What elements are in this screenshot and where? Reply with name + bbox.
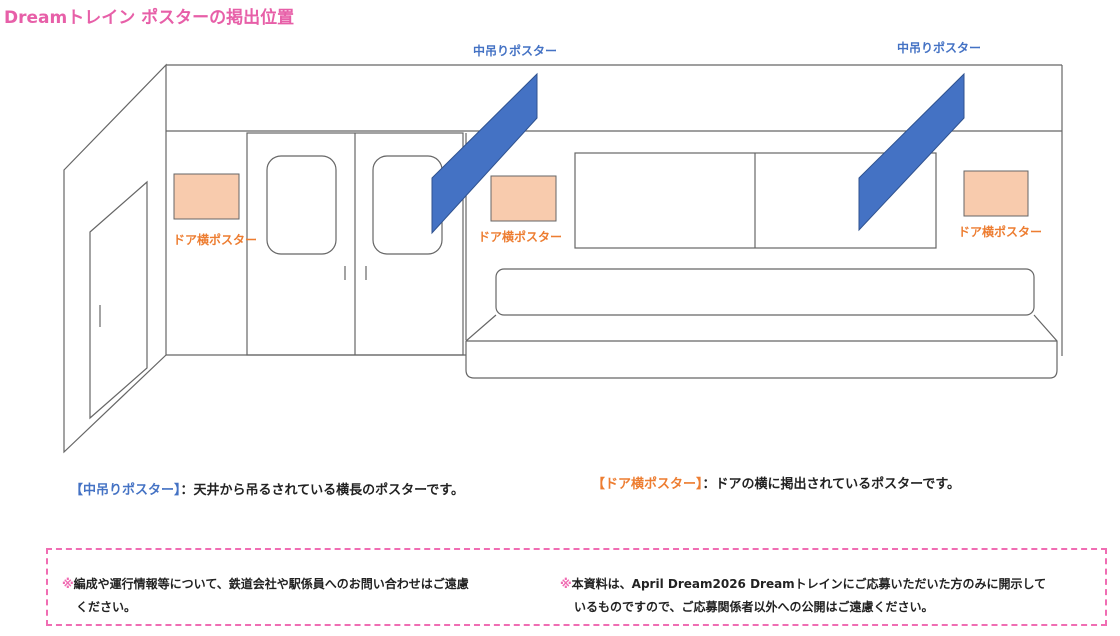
note-right: ※本資料は、April Dream2026 Dreamトレインにご応募いただいた… (560, 573, 1046, 619)
legend-hanging-tag: 【中吊りポスター】 (70, 483, 181, 498)
end-wall (63, 63, 167, 454)
door-window-left (266, 155, 337, 255)
note-left: ※編成や運行情報等について、鉄道会社や駅係員へのお問い合わせはご遠慮 ください。 (62, 573, 469, 619)
end-door (89, 180, 148, 420)
door-side-poster-label-1: ドア横ポスター (173, 233, 258, 247)
seat-cushion (465, 314, 1058, 379)
door-side-poster-1 (173, 173, 240, 220)
note-left-mark: ※ (62, 577, 74, 591)
door-side-poster-2 (490, 175, 557, 222)
legend-door-side-tag: 【ドア横ポスター】 (592, 477, 703, 492)
door-side-poster-label-3: ドア横ポスター (958, 225, 1043, 239)
legend-hanging: 【中吊りポスター】：天井から吊るされている横長のポスターです。 (70, 479, 464, 498)
hanging-poster-2 (858, 72, 965, 232)
note-right-line1: 本資料は、April Dream2026 Dreamトレインにご応募いただいた方… (571, 577, 1047, 591)
legend-door-side-desc: ：ドアの横に掲出されているポスターです。 (702, 477, 961, 492)
note-left-line1: 編成や運行情報等について、鉄道会社や駅係員へのお問い合わせはご遠慮 (73, 577, 469, 591)
legend-hanging-desc: ：天井から吊るされている横長のポスターです。 (180, 483, 465, 498)
legend-door-side: 【ドア横ポスター】：ドアの横に掲出されているポスターです。 (592, 473, 960, 492)
hanging-poster-1 (431, 72, 538, 235)
note-left-line2: ください。 (76, 600, 137, 614)
page-title: Dreamトレイン ポスターの掲出位置 (4, 8, 295, 28)
note-right-line2: いるものですので、ご応募関係者以外への公開はご遠慮ください。 (574, 600, 934, 614)
door-side-poster-3 (963, 170, 1029, 217)
notes-box: ※編成や運行情報等について、鉄道会社や駅係員へのお問い合わせはご遠慮 ください。… (46, 548, 1107, 626)
seat-back (495, 268, 1035, 316)
note-right-mark: ※ (560, 577, 572, 591)
door-side-poster-label-2: ドア横ポスター (478, 230, 563, 244)
hanging-poster-label-1: 中吊りポスター (473, 44, 558, 58)
hanging-poster-label-2: 中吊りポスター (897, 41, 982, 55)
